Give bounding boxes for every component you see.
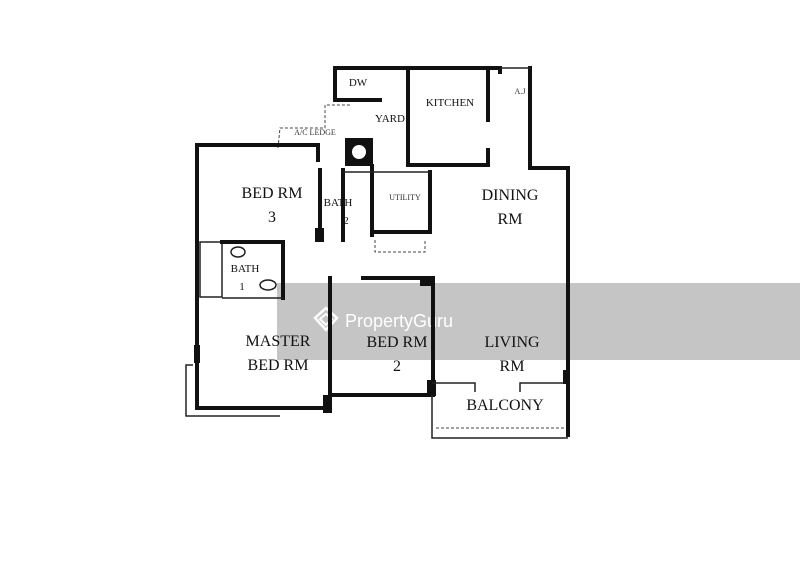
label-master-bed: BED RM — [248, 357, 309, 374]
label-ac-ledge: A/C LEDGE — [294, 128, 336, 137]
label-bed2-num: 2 — [393, 358, 401, 375]
label-dining: DINING — [482, 187, 539, 204]
watermark-text: PropertyGuru — [345, 311, 453, 331]
label-living-rm: RM — [500, 358, 525, 375]
room-labels: DW YARD KITCHEN A/C LEDGE A.J BED RM 3 B… — [231, 77, 544, 414]
label-kitchen: KITCHEN — [426, 97, 474, 109]
label-bath2-num: 2 — [343, 215, 349, 227]
label-master: MASTER — [246, 333, 311, 350]
watermark-band — [277, 283, 800, 360]
walls — [185, 66, 570, 439]
label-dining-rm: RM — [498, 211, 523, 228]
label-dw: DW — [349, 77, 368, 89]
label-balcony: BALCONY — [466, 397, 544, 414]
watermark: PropertyGuru — [277, 283, 800, 360]
label-bed2: BED RM — [367, 334, 428, 351]
label-utility: UTILITY — [389, 193, 421, 202]
label-bed3: BED RM — [242, 185, 303, 202]
label-yard: YARD — [375, 113, 405, 125]
label-bed3-num: 3 — [268, 209, 276, 226]
label-bath1-num: 1 — [239, 281, 245, 293]
label-living: LIVING — [484, 334, 540, 351]
label-bath2: BATH — [324, 197, 353, 209]
label-aj: A.J — [515, 87, 526, 96]
label-bath1: BATH — [231, 263, 260, 275]
